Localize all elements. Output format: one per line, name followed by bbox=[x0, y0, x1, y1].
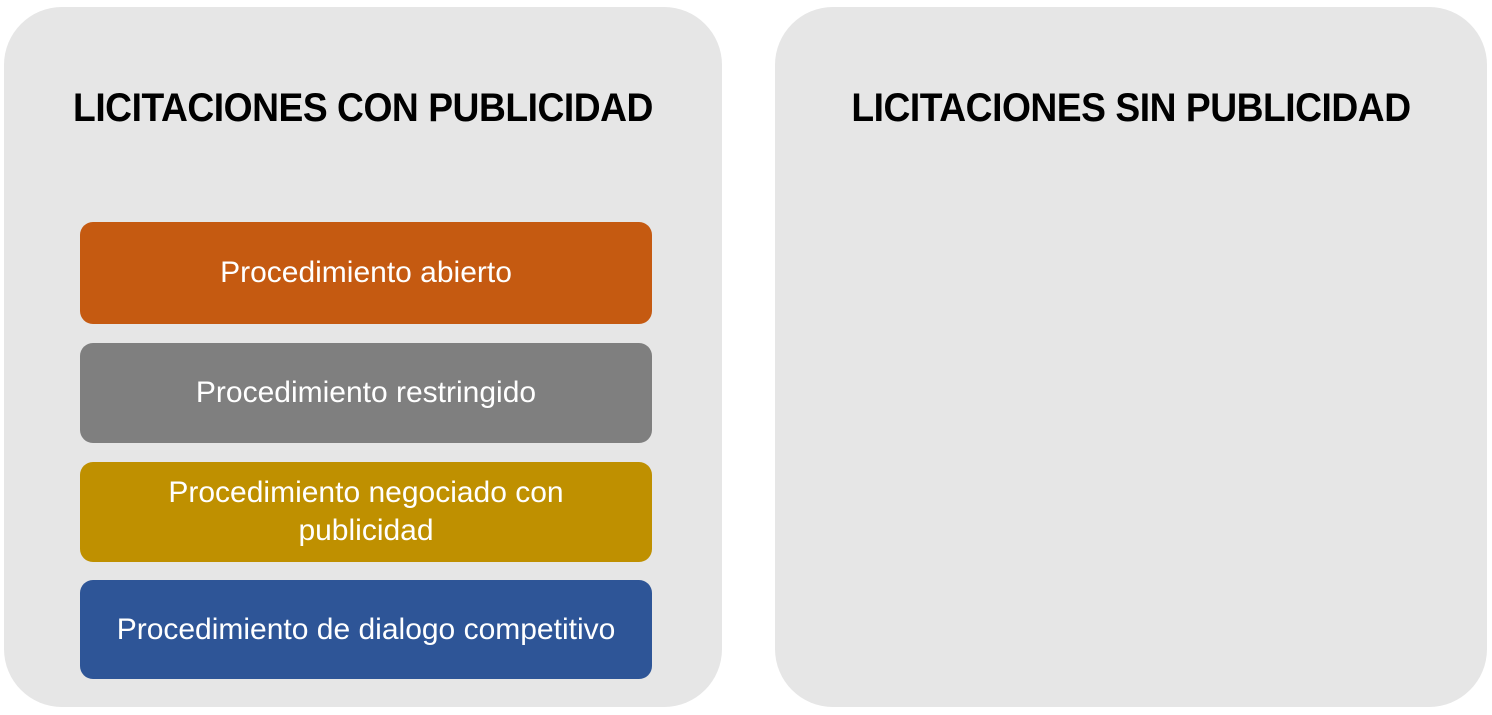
panel-title-con-publicidad: LICITACIONES CON PUBLICIDAD bbox=[73, 86, 653, 130]
box-label: Procedimiento de dialogo competitivo bbox=[116, 612, 616, 646]
box-label: Procedimiento abierto bbox=[220, 256, 512, 289]
box-label: Procedimiento restringido bbox=[195, 376, 537, 409]
panel-licitaciones-sin-publicidad: LICITACIONES SIN PUBLICIDAD Contratos me… bbox=[775, 7, 1487, 707]
box-procedimiento-negociado-con-publicidad[interactable]: Procedimiento negociado con publicidad bbox=[80, 462, 652, 562]
box-procedimiento-dialogo-competitivo[interactable]: Procedimiento de dialogo competitivo bbox=[80, 580, 652, 679]
box-procedimiento-restringido[interactable]: Procedimiento restringido bbox=[80, 343, 652, 443]
box-label: Procedimiento negociado con publicidad bbox=[168, 476, 564, 547]
panel-title-sin-publicidad: LICITACIONES SIN PUBLICIDAD bbox=[851, 86, 1411, 130]
panel-licitaciones-con-publicidad: LICITACIONES CON PUBLICIDAD Procedimient… bbox=[4, 7, 722, 707]
box-procedimiento-abierto[interactable]: Procedimiento abierto bbox=[80, 222, 652, 324]
